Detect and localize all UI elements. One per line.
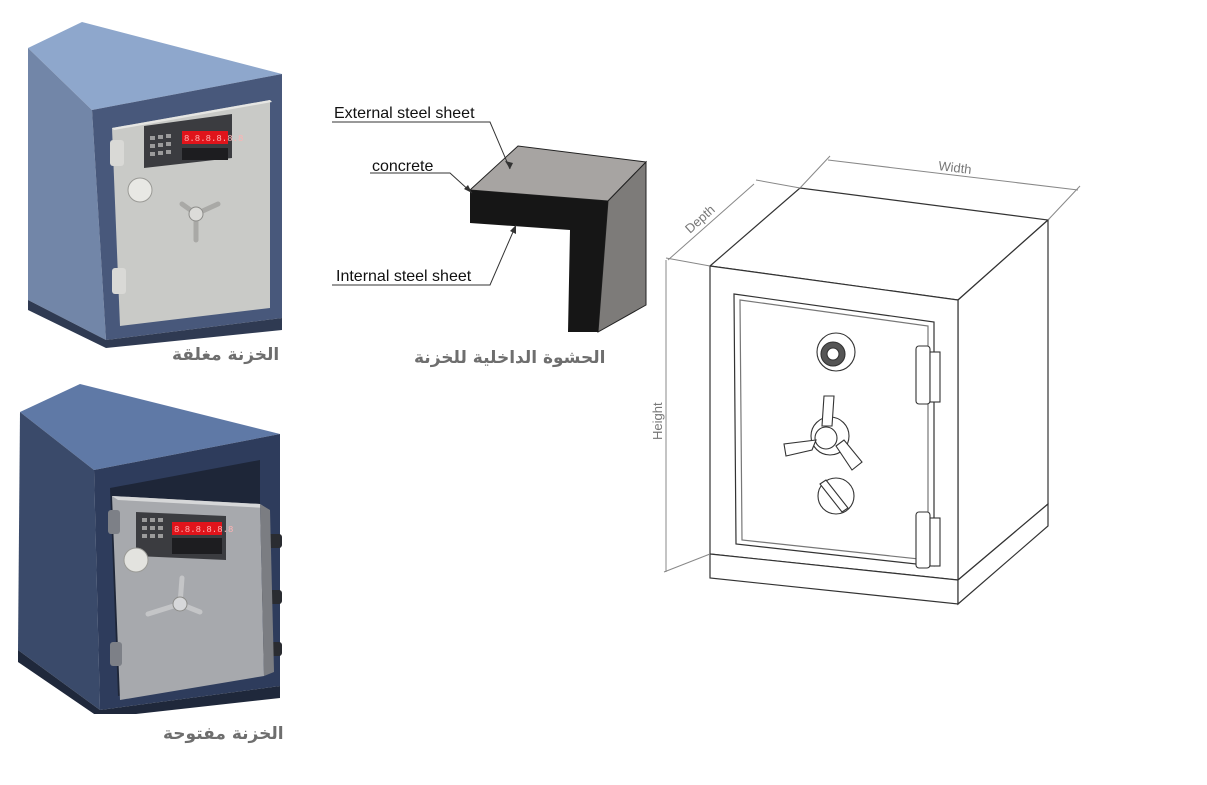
closed-safe-side [28,48,106,340]
open-safe-caption: الخزنة مفتوحة [163,724,284,744]
open-safe-display-text: 8.8.8.8.8.8 [174,525,233,535]
drawing-hinges [915,345,941,569]
open-safe-render: 8.8.8.8.8.8 [18,384,282,714]
section-concrete [470,190,608,332]
width-dimension-line [827,159,1079,191]
concrete-label: concrete [372,158,433,175]
height-label: Height [650,402,665,440]
closed-safe-caption: الخزنة مغلقة [172,345,280,365]
drawing-rotary-lock [817,477,855,515]
drawing-handle [783,395,863,471]
closed-safe-render: 8.8.8.8.8.8 [28,22,282,348]
closed-safe-display-text: 8.8.8.8.8.8 [184,134,243,144]
concrete-leader [370,172,473,194]
open-safe-display [172,522,222,535]
wall-section-diagram: External steel sheet concrete Internal s… [332,105,648,333]
depth-label: Depth [682,202,718,236]
open-safe-top [20,384,280,470]
wall-filling-caption: الحشوة الداخلية للخزنة [414,348,606,368]
width-label: Width [938,158,973,177]
closed-safe-display [182,131,228,144]
open-safe-side [18,412,100,710]
section-side-face [597,160,647,333]
safe-dimension-drawing: Width Depth Height [650,155,1081,606]
closed-safe-dial [127,177,153,203]
open-safe-dial [123,547,149,573]
external-sheet-label: External steel sheet [334,105,475,122]
closed-safe-top [28,22,282,110]
drawing-combination-dial [816,332,856,372]
internal-sheet-label: Internal steel sheet [336,268,472,285]
external-sheet-leader [332,121,511,170]
internal-sheet-leader [332,224,517,286]
depth-dimension-line [667,183,755,261]
